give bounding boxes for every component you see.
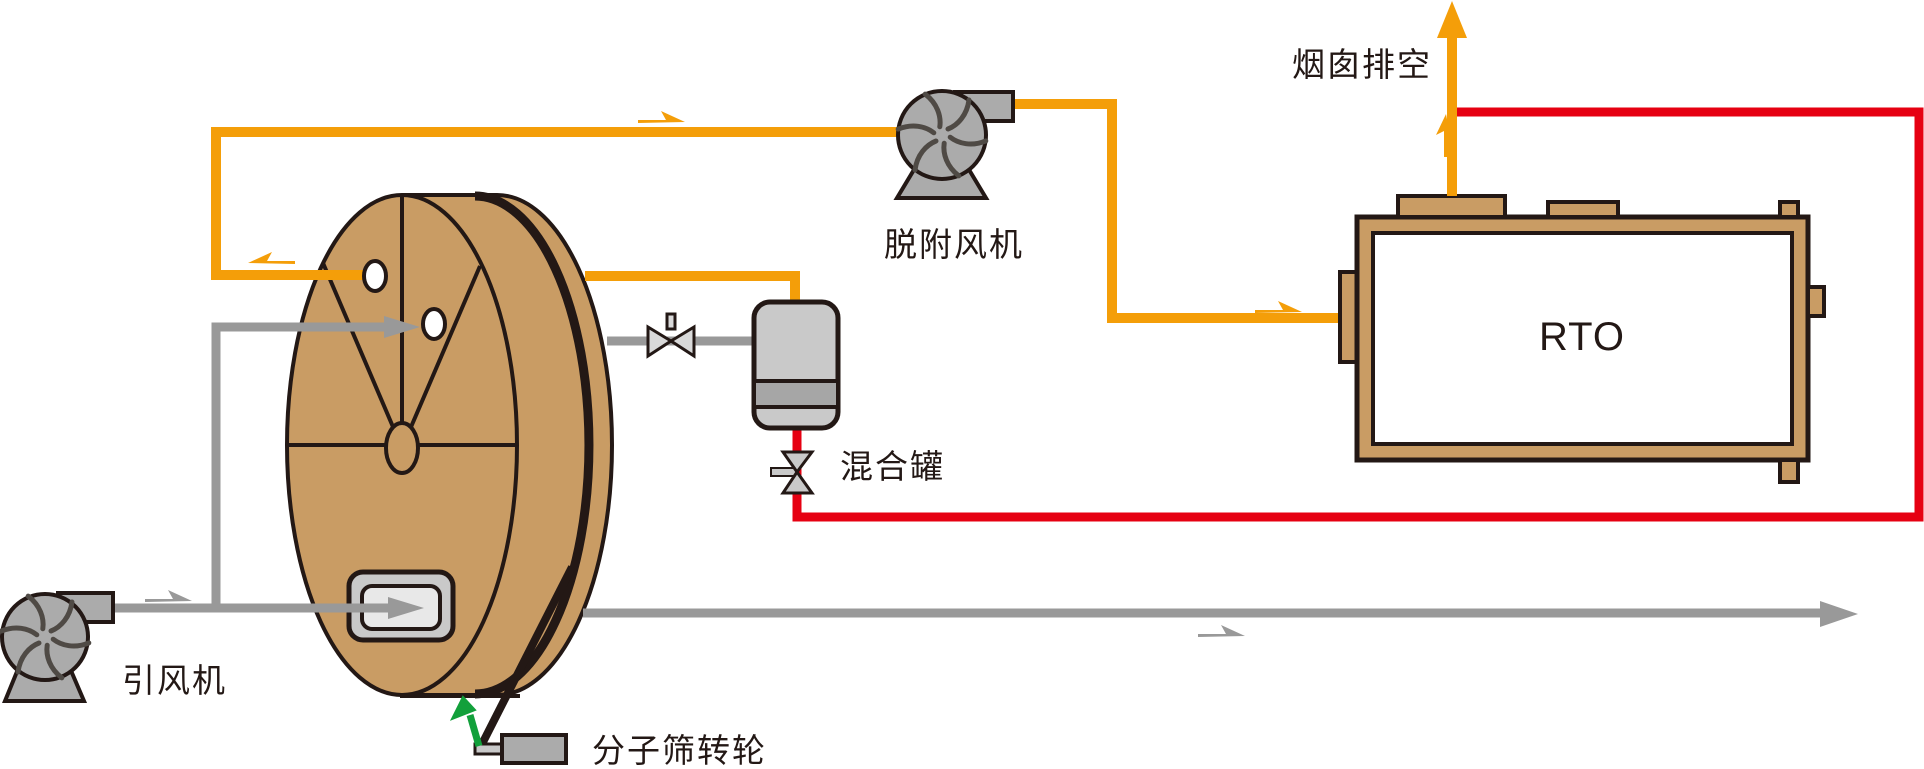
desorption-pipe — [211, 99, 1340, 323]
valve-body-right — [668, 324, 696, 359]
rto-top-stub-left — [1396, 194, 1507, 219]
desorption-air-valve — [646, 312, 696, 359]
rotor-drive-motor — [473, 733, 568, 765]
rotor-wheel — [285, 191, 614, 765]
bypass-branch-arrowhead — [384, 316, 420, 338]
mixing-tank — [751, 299, 841, 431]
desorption-fan — [893, 89, 1015, 200]
rto-top-stub-right — [1778, 200, 1800, 219]
mixing-tank-band — [756, 382, 836, 406]
rto-bottom-stub — [1778, 458, 1800, 484]
desorption-fan-label: 脱附风机 — [884, 226, 1024, 263]
valve-stem — [665, 312, 677, 331]
rto-chamber — [1371, 231, 1794, 446]
rotor-hub — [384, 421, 420, 475]
rotor-belt-drive-line — [476, 565, 576, 750]
rotor-ports — [362, 259, 447, 341]
stack-flow-chevron — [1436, 114, 1449, 157]
stack-arrowhead — [1437, 1, 1467, 38]
rotor-to-tank-pipe — [585, 271, 800, 303]
fan-to-rto-pipe — [1013, 99, 1340, 323]
rto-inlet-flow-chevron — [1255, 301, 1302, 313]
induced-fan-housing — [0, 592, 90, 682]
stack-pipe — [1436, 1, 1467, 196]
inlet-flow-chevron — [145, 590, 192, 602]
desorption-flow-chevron-right — [638, 111, 685, 123]
rto-label: RTO — [1539, 315, 1625, 359]
stack-label: 烟囱排空 — [1292, 46, 1432, 83]
rto-side-stub — [1806, 285, 1826, 318]
hot-gas-valve-stem — [770, 467, 798, 477]
rotor-to-fan-pipe — [211, 127, 897, 280]
hot-gas-valve-bottom — [780, 469, 815, 495]
hot-gas-valve — [770, 450, 815, 495]
mixing-tank-label: 混合罐 — [840, 448, 945, 485]
bypass-branch-pipe — [211, 322, 384, 612]
rotor-belt — [474, 191, 594, 699]
rto-unit — [1338, 194, 1826, 484]
inlet-pipe-arrowhead — [388, 597, 424, 619]
induced-draft-fan — [0, 591, 115, 703]
desorption-port — [362, 259, 388, 293]
hot-gas-valve-top — [780, 450, 815, 475]
diagram-labels: 引风机 分子筛转轮 脱附风机 混合罐 烟囱排空 RTO — [122, 46, 1625, 769]
valve-body-left — [646, 324, 674, 359]
cooling-port — [421, 307, 447, 341]
motor-body — [500, 733, 568, 765]
desorption-flow-chevron-left — [248, 252, 295, 264]
clean-air-arrowhead — [1820, 601, 1858, 627]
rotation-direction-arrow — [449, 695, 483, 747]
desorption-fan-housing — [896, 89, 988, 181]
rto-top-stub-middle — [1546, 200, 1620, 219]
rotor-label: 分子筛转轮 — [592, 732, 767, 769]
mixing-tank-body — [751, 299, 841, 431]
induced-fan-label: 引风机 — [122, 662, 227, 699]
clean-air-flow-chevron — [1198, 625, 1245, 637]
